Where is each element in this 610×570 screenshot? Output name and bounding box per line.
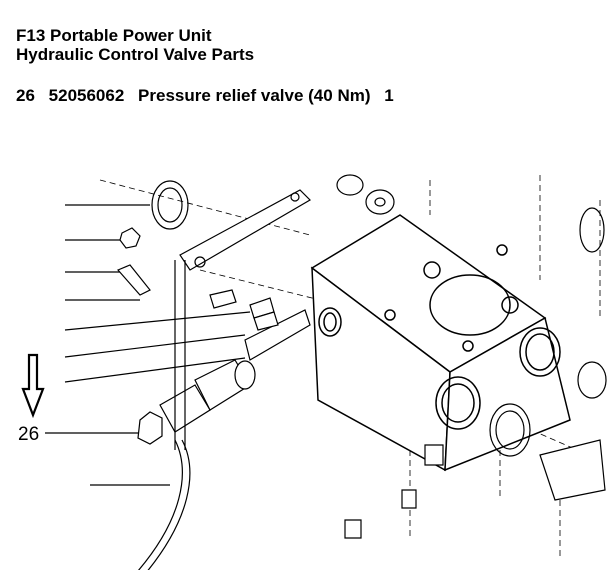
part-number: 52056062 <box>48 86 125 105</box>
part-quantity: 1 <box>384 86 394 105</box>
page-title: F13 Portable Power Unit <box>16 26 212 45</box>
lever-bracket <box>179 189 311 361</box>
callout-label-26: 26 <box>18 424 40 445</box>
leader-lines <box>45 204 251 486</box>
pressure-relief-valve <box>137 260 256 570</box>
valve-block <box>310 214 571 472</box>
bolts <box>116 227 444 539</box>
seals-and-washers <box>151 174 607 501</box>
item-number: 26 <box>16 86 35 105</box>
part-description: Pressure relief valve (40 Nm) <box>138 86 371 105</box>
part-row: 26 52056062 Pressure relief valve (40 Nm… <box>16 86 403 106</box>
page-subtitle: Hydraulic Control Valve Parts <box>16 45 255 64</box>
down-arrow-icon <box>21 353 45 419</box>
